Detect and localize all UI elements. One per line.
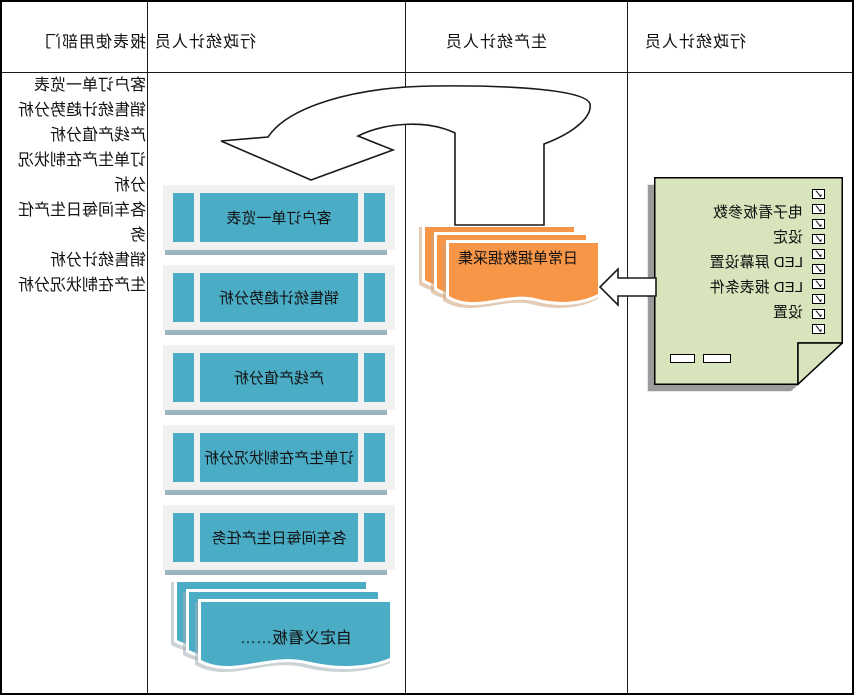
report-list-item: 产线产值分析: [49, 127, 146, 144]
checkbox-icon: ✓: [812, 307, 825, 321]
process-box-label: 订单生产在制状况分析: [200, 433, 358, 482]
process-box: 客户订单一览表: [163, 185, 395, 250]
checkbox-icon: ✓: [812, 217, 825, 231]
process-box-sidebar: [173, 273, 194, 322]
custom-dashboard-label: 自定义看板……: [240, 630, 353, 647]
process-box-label: 产线产值分析: [200, 353, 358, 402]
report-list-item: 销售统计分析: [49, 252, 146, 269]
note-settings-text: 电子看板参数 设定 LED 屏幕设置 LED 报表条件 设置: [709, 204, 803, 321]
lane-divider: [147, 2, 148, 693]
process-box-sidebar: [173, 513, 194, 562]
report-list: 客户订单一览表 销售统计趋势分析 产线产值分析 订单生产在制状况 分析 各车间每…: [2, 73, 146, 298]
process-box-sidebar: [364, 513, 385, 562]
checkbox-icon: ✓: [812, 247, 825, 261]
process-box-sidebar: [364, 273, 385, 322]
process-box-label: 销售统计趋势分析: [200, 273, 358, 322]
process-box-sidebar: [364, 193, 385, 242]
daily-data-doc-stack: [422, 224, 601, 306]
lane-header-report-users: 报表使用部门: [43, 34, 147, 51]
report-list-item: 销售统计趋势分析: [17, 102, 146, 119]
lane-header-admin-1: 行政统计人员: [643, 34, 747, 51]
process-box-sidebar: [364, 433, 385, 482]
process-box-label: 各车间每日生产任务: [200, 513, 358, 562]
process-box-sidebar: [173, 353, 194, 402]
lane-divider: [627, 2, 628, 693]
process-box-sidebar: [173, 193, 194, 242]
process-box: 销售统计趋势分析: [163, 265, 395, 330]
daily-data-doc-label: 日常单据数据采集: [458, 250, 579, 267]
report-list-item: 客户订单一览表: [33, 77, 146, 94]
note-page-tab: [670, 354, 695, 363]
checkbox-icon: ✓: [812, 262, 825, 276]
checkbox-icon: ✓: [812, 232, 825, 246]
lane-header-admin-2: 行政统计人员: [153, 34, 257, 51]
lane-divider: [405, 2, 406, 693]
custom-dashboard-doc-stack: [174, 579, 393, 669]
report-list-item: 订单生产在制状况 分析: [17, 152, 146, 194]
process-box: 订单生产在制状况分析: [163, 425, 395, 490]
checkbox-icon: ✓: [812, 277, 825, 291]
checkbox-icon: ✓: [812, 187, 825, 201]
parameter-note: ✓ ✓ ✓ ✓ ✓ ✓ ✓ ✓ ✓ ✓ 电子看板参数 设定 LED 屏幕设置 L…: [643, 177, 845, 397]
note-shape-svg: [647, 177, 845, 392]
checkbox-icon: ✓: [812, 202, 825, 216]
note-page-tab: [703, 354, 731, 363]
checkbox-icon: ✓: [812, 292, 825, 306]
process-box-sidebar: [173, 433, 194, 482]
process-box: 产线产值分析: [163, 345, 395, 410]
lane-header-production: 生产统计人员: [444, 34, 548, 51]
process-box-label: 客户订单一览表: [200, 193, 358, 242]
report-list-item: 各车间每日生产任 务: [17, 202, 146, 244]
process-box-sidebar: [364, 353, 385, 402]
report-list-item: 生产在制状况分析: [17, 277, 146, 294]
checkbox-icon: ✓: [812, 322, 825, 336]
